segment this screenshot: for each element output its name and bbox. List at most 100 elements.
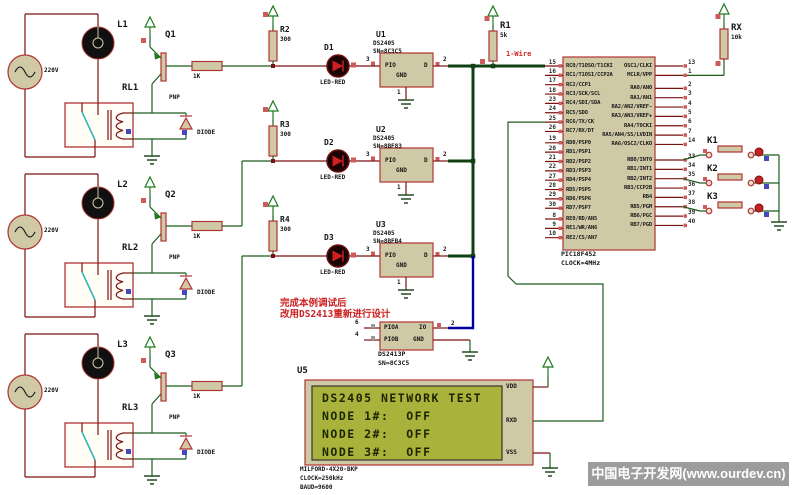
mcu-pin-name: RC6/TX/CK	[566, 119, 595, 126]
mcu-pin-number: 18	[548, 86, 556, 94]
chip-ref: U2	[376, 125, 386, 134]
pin-marker	[683, 105, 687, 109]
pin-marker	[558, 82, 562, 87]
mcu-pin-number: 6	[688, 118, 692, 126]
pin-marker	[558, 73, 562, 78]
mcu-clock-label: CLOCK=4MHz	[561, 259, 601, 267]
mcu-pin-number: 5	[688, 108, 692, 116]
lamp-ref: L2	[117, 180, 128, 190]
mclr-pullup-resistor	[683, 3, 730, 76]
mcu-pin-number: 29	[548, 191, 556, 199]
transistor-type: PNP	[169, 94, 180, 101]
relay-ref: RL3	[122, 403, 139, 413]
chip-type: DS2405	[373, 40, 395, 47]
mcu-pin-number: 1	[688, 67, 692, 75]
pin-marker	[558, 150, 562, 154]
mcu-pin-name: RC2/CCP1	[566, 81, 591, 88]
mcu-pin-name: RC0/T1OSO/T1CKI	[566, 63, 613, 69]
mcu-pin-name: RA3/AN3/VREF+	[611, 113, 653, 120]
annotation-note: 改用DS2413重新进行设计	[280, 309, 391, 320]
mcu-pin-number: 30	[548, 200, 556, 208]
mcu-pin-name: RA6/OSC2/CLKO	[611, 141, 653, 148]
mcu-pin-name: RB7/PGD	[630, 222, 652, 229]
mcu-pin-name: RA2/AN2/VREF-	[611, 104, 653, 111]
pin-marker	[558, 159, 562, 164]
pin-marker	[558, 64, 562, 68]
diode-label: DIODE	[197, 449, 216, 456]
pin-marker	[683, 95, 687, 100]
resistor-ref: R2	[280, 25, 290, 34]
chip-ref: U3	[376, 220, 386, 229]
mcu-pin-number: 34	[688, 161, 696, 169]
pin-marker	[558, 178, 562, 182]
mcu-pin-name: MCLR/VPP	[627, 72, 652, 79]
pin-label: GND	[396, 262, 407, 269]
mcu-pin-number: 21	[548, 154, 556, 161]
led-ref: D1	[324, 43, 334, 52]
pin-marker	[683, 133, 687, 137]
mcu-pin-name: RB4	[642, 194, 653, 201]
mcu-pin-name: RB5/PGM	[630, 203, 652, 210]
transistor-type: PNP	[169, 414, 180, 421]
chip-type: DS2405	[373, 135, 395, 142]
tx-to-lcd-wire	[507, 121, 604, 422]
pin-marker	[558, 206, 562, 210]
lcd-note: MILFORD-4X20-BKP	[300, 466, 358, 473]
mcu-pin-name: RE2/CS/AN7	[566, 234, 598, 241]
pin-marker	[683, 214, 687, 218]
mcu-pin-number: 22	[548, 163, 556, 171]
source-voltage: 220V	[44, 387, 59, 394]
mcu-pin-name: RC4/SDI/SDA	[566, 100, 601, 107]
mcu-pin-number: 4	[688, 99, 692, 107]
pin-number: 2	[443, 246, 447, 253]
lcd-line: NODE 3#: OFF	[322, 445, 432, 459]
mcu-pin-name: RA1/AN1	[630, 94, 652, 101]
pin-label: D	[424, 157, 428, 164]
pin-number: 1	[397, 184, 401, 191]
pin-label: VSS	[506, 449, 517, 456]
mcu-pin-number: 20	[548, 144, 556, 152]
pin-marker	[558, 187, 562, 192]
pin-marker	[558, 226, 562, 231]
button-k1[interactable]	[702, 145, 770, 162]
mcu-pin-name: OSC1/CLKI	[623, 63, 652, 69]
pin-number: 3	[366, 56, 370, 63]
relay-ref: RL1	[122, 83, 139, 93]
mcu-pin-number: 19	[548, 135, 556, 143]
chip-serial: SN=8BF83	[373, 143, 402, 150]
resistor-value: 5k	[500, 32, 508, 39]
pin-label: D	[424, 62, 428, 69]
watermark: 中国电子开发网(www.ourdev.cn)	[588, 462, 789, 486]
mcu-pin-number: 35	[688, 171, 696, 179]
pin-marker	[683, 142, 687, 147]
mcu-pin-name: RB1/INT1	[627, 166, 652, 173]
pin-number: 1	[397, 89, 401, 96]
lamp-ref: L3	[117, 340, 128, 350]
button-k3[interactable]	[702, 201, 770, 218]
mcu-pin-name: RC5/SDO	[566, 109, 588, 116]
pin-number: 2	[443, 151, 447, 158]
button-k2[interactable]	[702, 173, 770, 190]
one-wire-bus	[448, 59, 545, 259]
transistor-ref: Q2	[165, 190, 176, 200]
mcu-pin-name: RB3/CCP2B	[623, 185, 652, 192]
pin-marker	[683, 223, 687, 228]
lcd-line: NODE 1#: OFF	[322, 409, 432, 423]
resistor-ref: R3	[280, 120, 290, 129]
resistor-ref: RX	[731, 23, 742, 33]
mcu-pin-number: 36	[688, 180, 696, 188]
pin-marker	[558, 141, 562, 145]
mcu-pin-name: RD0/PSP0	[566, 139, 591, 146]
diode-label: DIODE	[197, 289, 216, 296]
mcu-pin-name: RB6/PGC	[630, 213, 652, 220]
transistor-ref: Q1	[165, 30, 176, 40]
mcu-pin-number: 24	[548, 105, 556, 113]
pin-number: 2	[451, 320, 455, 327]
relay-ref: RL2	[122, 243, 139, 253]
pin-marker	[558, 110, 562, 115]
chip-ref: U1	[376, 30, 386, 39]
bus-name-label: 1-Wire	[506, 50, 532, 58]
mcu-pin-name: RD7/PSP7	[566, 205, 591, 212]
mcu-pin-number: 38	[688, 199, 696, 207]
